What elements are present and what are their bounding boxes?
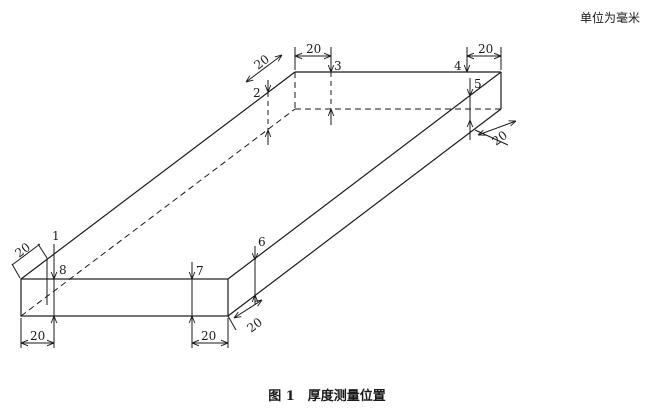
point-label-1: 1	[52, 229, 60, 243]
point-labels: 1 2 3 4 5 6 7 8	[52, 59, 482, 278]
figure-caption: 图 1 厚度测量位置	[268, 388, 386, 404]
dim-left-diag-ext-a	[11, 263, 21, 279]
dim-label-top-right: 20	[478, 42, 493, 56]
plate-right-top-edge	[227, 71, 502, 280]
dim-left-diag-line	[11, 243, 41, 266]
dim-label-right-diag: 20	[489, 128, 510, 148]
plate-right-bottom-edge	[227, 108, 502, 317]
dim-bottom-right-diag-line	[234, 300, 262, 318]
point-label-7: 7	[196, 264, 204, 278]
point-label-8: 8	[59, 263, 67, 277]
point-label-2: 2	[253, 86, 261, 100]
dimension-labels: 20 20 20 20 20 20 20 20	[12, 42, 510, 343]
dim-label-bottom-mid: 20	[201, 329, 216, 343]
unit-note: 单位为毫米	[580, 10, 640, 25]
dim-label-top-left-diag: 20	[251, 52, 272, 72]
dim-label-bottom-right-diag: 20	[244, 315, 265, 335]
point-label-6: 6	[258, 235, 266, 249]
dim-left-diag-ext-b	[37, 243, 48, 259]
point-label-4: 4	[454, 59, 462, 73]
dim-top-left-diag-line	[246, 55, 282, 82]
dim-right-diag-line	[478, 121, 516, 135]
dim-label-left-diag: 20	[12, 240, 33, 260]
dim-label-bottom-left: 20	[30, 329, 45, 343]
dim-bottom-right-diag-ext	[227, 315, 237, 331]
plate-left-top-edge	[20, 71, 296, 280]
hidden-left-bottom-edge	[20, 108, 296, 317]
point-label-5: 5	[474, 77, 482, 91]
point-label-3: 3	[334, 59, 342, 73]
dimension-lines	[11, 47, 516, 348]
plate-front-face	[20, 278, 229, 317]
dim-label-top-mid: 20	[306, 42, 321, 56]
